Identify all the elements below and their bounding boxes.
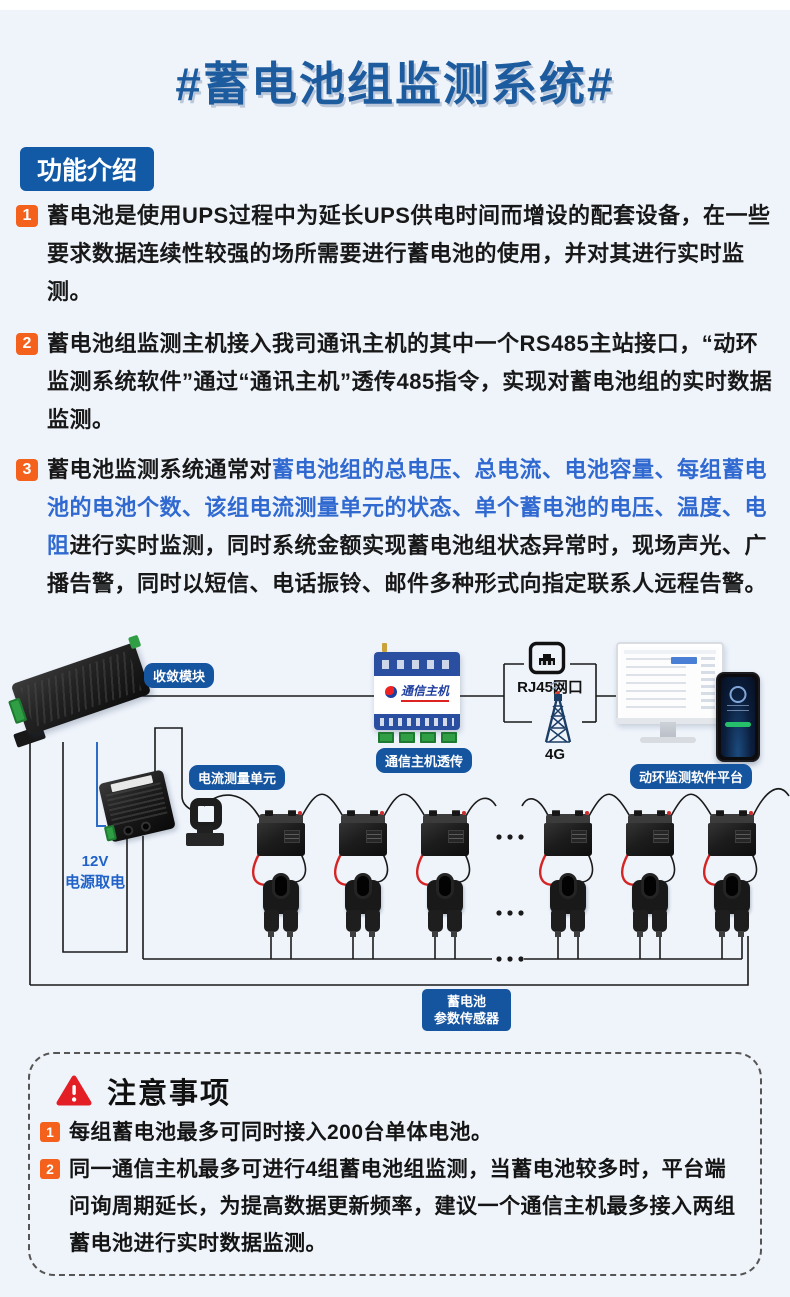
monitor-screen [616, 642, 724, 724]
notes-title: 注意事项 [107, 1078, 232, 1110]
battery-unit [257, 810, 305, 856]
antenna [382, 643, 387, 652]
note-text-1: 每组蓄电池最多可同时接入200台单体电池。 [69, 1121, 493, 1144]
warning-icon [56, 1075, 92, 1106]
feature-item-2: 2 蓄电池组监测主机接入我司通讯主机的其中一个RS485主站接口，“动环监测系统… [16, 325, 776, 439]
battery-parameter-sensor [714, 876, 750, 937]
battery-unit [544, 810, 592, 856]
label-platform: 动环监测软件平台 [630, 764, 753, 789]
feature-text-2: 蓄电池组监测主机接入我司通讯主机的其中一个RS485主站接口，“动环监测系统软件… [47, 331, 773, 432]
label-converge-module: 收敛模块 [144, 663, 215, 688]
note-item-2: 2 同一通信主机最多可进行4组蓄电池组监测，当蓄电池较多时，平台端问询周期延长，… [40, 1151, 744, 1262]
system-diagram: 收敛模块 电流测量单元 12V 电源取电 通信主机 [0, 630, 790, 1042]
battery-parameter-sensor [550, 876, 586, 937]
feature-text-3-highlight: 蓄电池组的总电压、总电流、电池容量、每组蓄电池的电池个数、该组电流测量单元的状态… [47, 457, 768, 558]
feature-item-1: 1 蓄电池是使用UPS过程中为延长UPS供电时间而增设的配套设备，在一些要求数据… [16, 197, 776, 311]
battery-parameter-sensor [632, 876, 668, 937]
battery-unit [339, 810, 387, 856]
current-clamp [186, 796, 224, 846]
feature-item-3: 3 蓄电池监测系统通常对蓄电池组的总电压、总电流、电池容量、每组蓄电池的电池个数… [16, 451, 776, 603]
brand-logo [384, 686, 397, 698]
number-badge: 2 [40, 1159, 60, 1179]
label-12v-power: 12V 电源取电 [55, 851, 135, 893]
page-title: #蓄电池组监测系统# [175, 58, 615, 110]
mobile-phone [716, 672, 760, 762]
battery-unit [708, 810, 756, 856]
label-4g: 4G [544, 746, 565, 763]
diagram-wires [29, 663, 790, 986]
feature-text-3-tail: 进行实时监测，同时系统金额实现蓄电池组状态异常时，现场声光、广播告警，同时以短信… [47, 533, 768, 596]
notes-box: 注意事项 1 每组蓄电池最多可同时接入200台单体电池。 2 同一通信主机最多可… [28, 1052, 762, 1276]
battery-parameter-sensor [345, 876, 381, 937]
label-current-unit: 电流测量单元 [189, 765, 286, 790]
section-badge-features: 功能介绍 [20, 147, 155, 191]
battery-unit [626, 810, 674, 856]
power-line1: 12V [81, 853, 109, 870]
communication-host-device: 通信主机 [374, 643, 460, 743]
feature-text-3: 蓄电池监测系统通常对蓄电池组的总电压、总电流、电池容量、每组蓄电池的电池个数、该… [47, 451, 776, 603]
device-name-text: 通信主机 [400, 682, 449, 702]
number-badge: 1 [16, 205, 38, 227]
battery-parameter-sensor [263, 876, 299, 937]
app-logo-ring [729, 686, 747, 703]
battery-unit [421, 810, 469, 856]
terminal-blocks [376, 732, 458, 743]
number-badge: 3 [16, 459, 38, 481]
notes-header: 注意事项 [56, 1070, 231, 1112]
note-item-1: 1 每组蓄电池最多可同时接入200台单体电池。 [40, 1114, 744, 1151]
sensor-label-line2: 参数传感器 [434, 1011, 500, 1026]
feature-text-1: 蓄电池是使用UPS过程中为延长UPS供电时间而增设的配套设备，在一些要求数据连续… [47, 203, 771, 304]
note-text-2: 同一通信主机最多可进行4组蓄电池组监测，当蓄电池较多时，平台端问询周期延长，为提… [69, 1158, 736, 1255]
power-line2: 电源取电 [64, 874, 125, 891]
ellipsis-dots [496, 834, 524, 962]
number-badge: 1 [40, 1122, 60, 1142]
monitor-base [640, 737, 696, 743]
label-comm-host: 通信主机透传 [376, 748, 473, 773]
sensor-label-line1: 蓄电池 [447, 994, 487, 1009]
label-rj45: RJ45网口 [517, 679, 583, 696]
rj45-port-icon [528, 641, 566, 675]
4g-tower-icon [544, 682, 572, 743]
number-badge: 2 [16, 333, 38, 355]
label-battery-sensor: 蓄电池 参数传感器 [422, 989, 512, 1031]
feature-text-3-plain: 蓄电池监测系统通常对 [47, 457, 273, 482]
battery-parameter-sensor [427, 876, 463, 937]
green-button [725, 722, 751, 727]
monitor-stand [660, 722, 676, 738]
